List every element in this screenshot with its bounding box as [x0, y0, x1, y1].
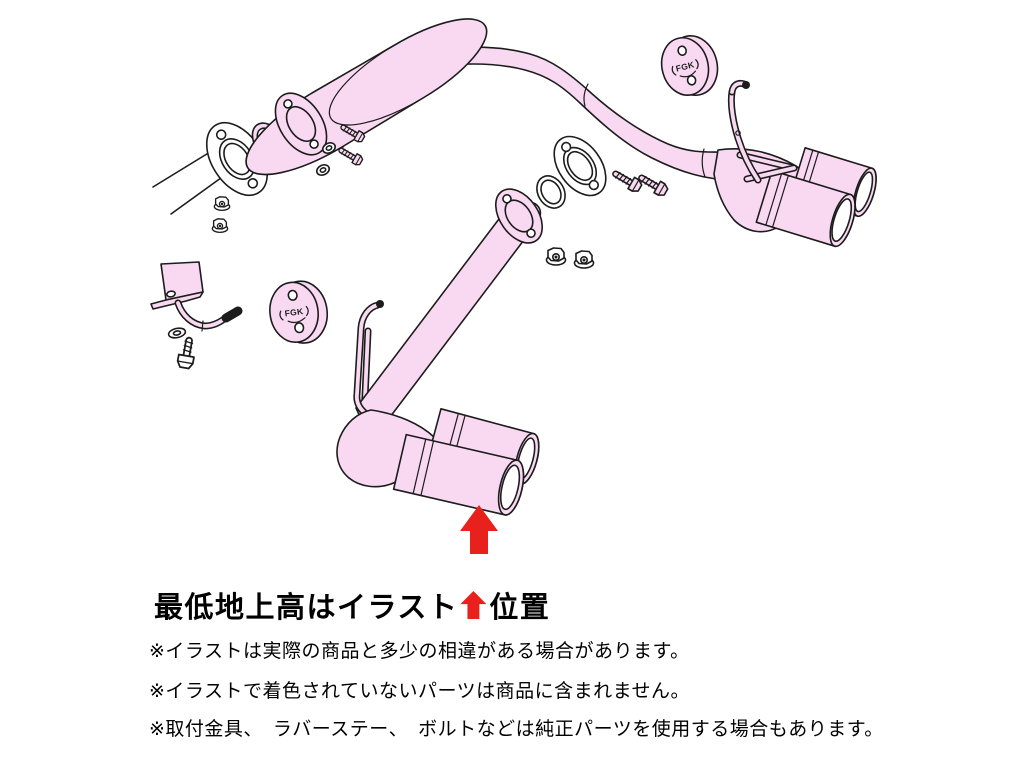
fgk-logo-text: FGK [284, 306, 305, 319]
inlet-flange [274, 92, 328, 156]
front-flange-nuts [211, 196, 231, 234]
mid-flange-nuts [545, 247, 595, 269]
front-flange-washers [315, 142, 337, 176]
rubber-hanger-fgk-right: FGK [660, 35, 719, 97]
red-up-arrow-icon [460, 591, 487, 619]
min-clearance-headline: 最低地上高はイラスト 位置 [154, 584, 550, 626]
disclaimer-note: ※イラストで着色されていないパーツは商品に含まれません。 [149, 681, 691, 702]
fgk-logo-text: FGK [675, 59, 696, 73]
front-flange-bolts [338, 124, 366, 166]
mid-stock-flange [553, 135, 607, 197]
right-muffler-tip-lower [755, 169, 856, 248]
min-clearance-arrow [460, 505, 498, 554]
left-muffler-tip-lower [392, 433, 525, 516]
hanger-rod-left-front [353, 300, 384, 429]
left-tail-pipe-flange [494, 188, 544, 244]
disclaimer-note: ※イラストは実際の商品と多少の相違がある場合があります。 [149, 641, 690, 662]
stock-flange [205, 121, 269, 197]
ring-gasket-mid [536, 175, 566, 209]
rubber-hanger-fgk-left: FGK [269, 280, 329, 344]
headline-prefix: 最低地上高はイラスト [154, 592, 459, 624]
mounting-bracket [150, 261, 243, 332]
mid-flange-bolts [612, 170, 669, 196]
disclaimer-note: ※取付金具、 ラバーステー、 ボルトなどは純正パーツを使用する場合もあります。 [149, 719, 884, 740]
bracket-bolt [176, 336, 195, 370]
bracket-washer [167, 327, 187, 339]
headline-suffix: 位置 [489, 592, 551, 624]
hanger-rod-right [727, 79, 798, 184]
